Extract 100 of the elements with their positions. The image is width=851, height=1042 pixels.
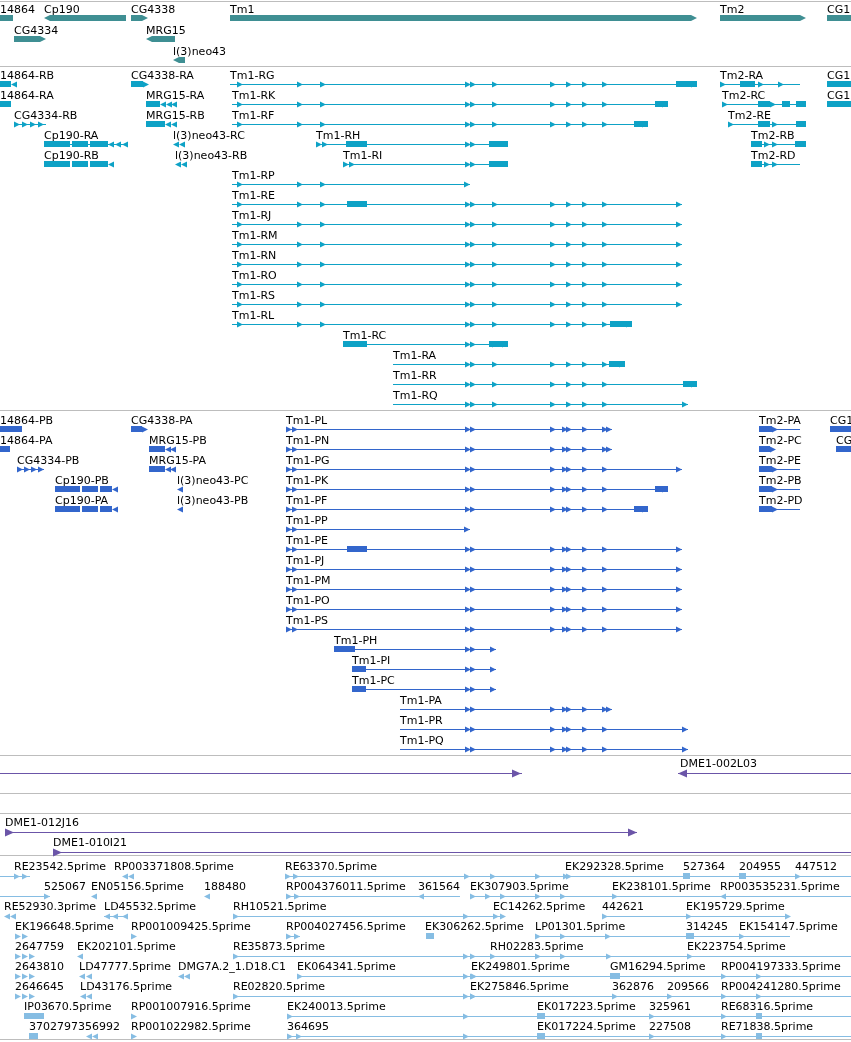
- protein-label: Cp190-PA: [55, 494, 109, 507]
- est-label: 2643810: [15, 960, 64, 973]
- est-label: RE52930.3prime: [4, 900, 97, 913]
- transcript-label: 14864-RB: [0, 69, 55, 82]
- transcript-label: MRG15-RA: [146, 89, 205, 102]
- protein-label: Tm1-PC: [352, 674, 395, 687]
- gene-label: MRG15: [146, 24, 186, 37]
- est-label: 227508: [649, 1020, 691, 1033]
- est-label: EK307903.5prime: [470, 880, 569, 893]
- protein-label: Tm1-PH: [334, 634, 378, 647]
- transcript-label: Tm1-RI: [343, 149, 383, 162]
- est-label: EK195729.5prime: [686, 900, 785, 913]
- est-label: EK240013.5prime: [287, 1000, 386, 1013]
- gene-label: CG4338: [131, 3, 176, 16]
- protein-label: Tm1-PE: [286, 534, 328, 547]
- est-label: 188480: [204, 880, 246, 893]
- clone-label: DME1-002L03: [680, 757, 757, 770]
- transcript-label: Tm2-RD: [751, 149, 796, 162]
- transcript-label: Tm1-RE: [232, 189, 275, 202]
- est-label: RE63370.5prime: [285, 860, 378, 873]
- est-label: EN05156.5prime: [91, 880, 184, 893]
- transcript-label: Tm1-RO: [232, 269, 277, 282]
- transcript-label: CG4338-RA: [131, 69, 194, 82]
- est-label: 2647759: [15, 940, 64, 953]
- est-label: RP004197333.5prime: [721, 960, 841, 973]
- est-label: 3702797: [29, 1020, 78, 1033]
- est-label: 325961: [649, 1000, 691, 1013]
- protein-label: Tm1-PJ: [286, 554, 325, 567]
- transcript-label: Tm1-RA: [393, 349, 437, 362]
- transcript-label: Tm1-RK: [232, 89, 276, 102]
- est-label: RH02283.5prime: [490, 940, 584, 953]
- transcript-label: Tm2-RA: [720, 69, 764, 82]
- transcript-label: Tm1-RM: [232, 229, 278, 242]
- est-label: RE68316.5prime: [721, 1000, 814, 1013]
- est-label: 314245: [686, 920, 728, 933]
- protein-label: Tm1-PQ: [400, 734, 444, 747]
- transcript-label: Tm2-RC: [722, 89, 766, 102]
- gene-label: l(3)neo43: [173, 45, 227, 58]
- est-label: EC14262.5prime: [493, 900, 586, 913]
- transcript-label: l(3)neo43-RC: [173, 129, 245, 142]
- est-label: EK064341.5prime: [297, 960, 396, 973]
- transcript-label: Tm1-RQ: [393, 389, 438, 402]
- protein-label: MRG15-PA: [149, 454, 207, 467]
- protein-label: CG4334-PB: [17, 454, 80, 467]
- protein-label: CG: [836, 434, 851, 447]
- est-label: EK292328.5prime: [565, 860, 664, 873]
- est-label: 356992: [78, 1020, 120, 1033]
- est-label: LD43176.5prime: [80, 980, 173, 993]
- transcript-label: Tm1-RC: [343, 329, 387, 342]
- protein-label: Tm1-PI: [352, 654, 391, 667]
- est-label: EK017224.5prime: [537, 1020, 636, 1033]
- protein-label: l(3)neo43-PB: [177, 494, 249, 507]
- est-label: EK154147.5prime: [739, 920, 838, 933]
- transcript-label: Tm1-RG: [230, 69, 275, 82]
- est-label: RP004241280.5prime: [721, 980, 841, 993]
- protein-label: Tm1-PF: [286, 494, 328, 507]
- est-label: RH10521.5prime: [233, 900, 327, 913]
- transcript-label: l(3)neo43-RB: [175, 149, 248, 162]
- protein-label: Tm1-PN: [286, 434, 330, 447]
- est-label: LP01301.5prime: [535, 920, 626, 933]
- transcript-label: Tm2-RB: [751, 129, 795, 142]
- est-label: EK223754.5prime: [687, 940, 786, 953]
- est-label: EK238101.5prime: [612, 880, 711, 893]
- est-label: RE35873.5prime: [233, 940, 326, 953]
- est-label: LD47777.5prime: [79, 960, 172, 973]
- transcript-label: 14864-RA: [0, 89, 54, 102]
- est-label: EK202101.5prime: [77, 940, 176, 953]
- est-label: RP003535231.5prime: [720, 880, 840, 893]
- gene-label: Tm2: [720, 3, 745, 16]
- transcript-label: Tm1-RR: [393, 369, 437, 382]
- gene-label: Tm1: [230, 3, 255, 16]
- protein-label: Tm2-PC: [759, 434, 802, 447]
- est-label: EK196648.5prime: [15, 920, 114, 933]
- est-label: 527364: [683, 860, 725, 873]
- est-label: RE71838.5prime: [721, 1020, 814, 1033]
- est-label: 447512: [795, 860, 837, 873]
- est-label: IP03670.5prime: [24, 1000, 112, 1013]
- est-label: RP001007916.5prime: [131, 1000, 251, 1013]
- gene-label: Cp190: [44, 3, 80, 16]
- protein-label: MRG15-PB: [149, 434, 207, 447]
- est-label: RP004027456.5prime: [286, 920, 406, 933]
- est-label: DMG7A.2_1.D18.C1: [178, 960, 286, 973]
- protein-label: Tm2-PB: [759, 474, 802, 487]
- transcript-label: Tm1-RP: [232, 169, 275, 182]
- transcript-label: CG4334-RB: [14, 109, 78, 122]
- est-label: RE02820.5prime: [233, 980, 326, 993]
- est-label: 364695: [287, 1020, 329, 1033]
- est-label: 525067: [44, 880, 86, 893]
- est-label: 209566: [667, 980, 709, 993]
- transcript-label: Cp190-RB: [44, 149, 99, 162]
- est-label: RE23542.5prime: [14, 860, 107, 873]
- protein-label: Tm1-PG: [286, 454, 330, 467]
- protein-label: Tm1-PA: [400, 694, 442, 707]
- est-label: 361564: [418, 880, 460, 893]
- transcript-label: Tm1-RN: [232, 249, 277, 262]
- protein-label: 14864-PB: [0, 414, 54, 427]
- gene-label: CG1: [827, 3, 851, 16]
- est-label: RP001009425.5prime: [131, 920, 251, 933]
- clone-label: DME1-010I21: [53, 836, 128, 849]
- protein-label: Tm1-PL: [286, 414, 328, 427]
